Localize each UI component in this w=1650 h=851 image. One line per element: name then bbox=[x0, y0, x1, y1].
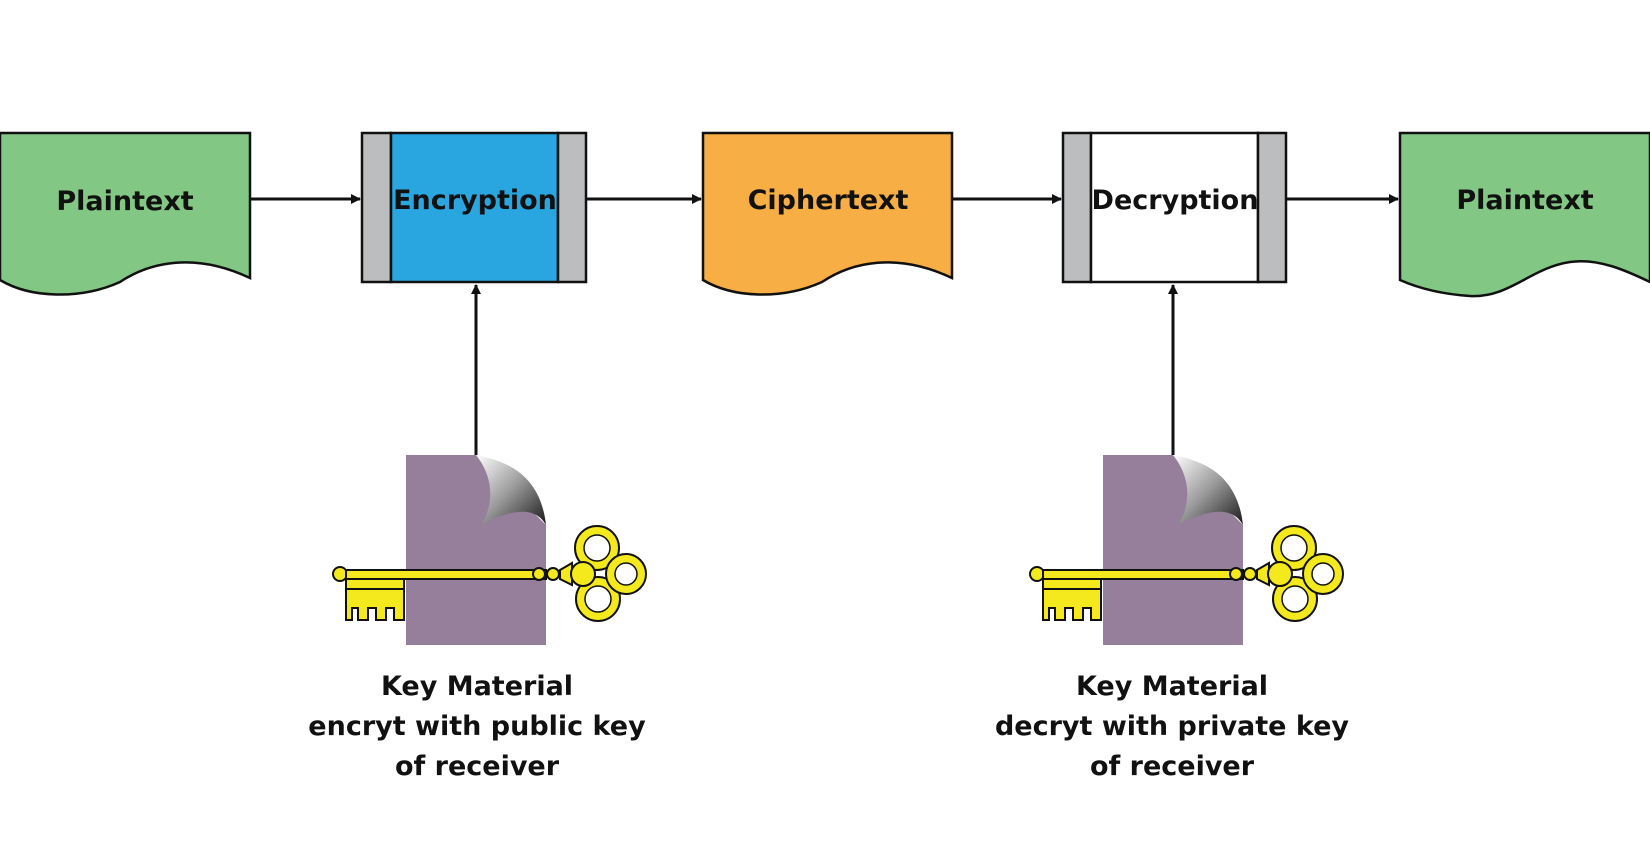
flow-arrows bbox=[250, 194, 1399, 455]
plaintext-input-shape bbox=[0, 131, 252, 296]
ciphertext-shape bbox=[701, 131, 954, 296]
decrypt-key-caption-line3: of receiver bbox=[1090, 751, 1255, 782]
decrypt-key-caption-line2: decryt with private key bbox=[995, 711, 1349, 742]
encrypt-key-material: Key Material encryt with public key of r… bbox=[308, 455, 647, 782]
encrypt-key-caption-line3: of receiver bbox=[395, 751, 560, 782]
decryption-node: Decryption bbox=[1061, 131, 1288, 284]
plaintext-input-node: Plaintext bbox=[0, 131, 252, 296]
decryption-left-bar bbox=[1061, 131, 1093, 284]
encryption-label: Encryption bbox=[393, 185, 557, 216]
decrypt-key-caption-line1: Key Material bbox=[1076, 671, 1268, 702]
encrypt-key-caption-line2: encryt with public key bbox=[308, 711, 646, 742]
plaintext-output-node: Plaintext bbox=[1398, 131, 1650, 298]
plaintext-output-shape bbox=[1398, 131, 1650, 298]
key-document-icon bbox=[332, 455, 647, 645]
key-document-icon bbox=[1029, 455, 1344, 645]
encrypt-key-caption-line1: Key Material bbox=[381, 671, 573, 702]
decryption-right-bar bbox=[1256, 131, 1288, 284]
plaintext-input-label: Plaintext bbox=[56, 186, 193, 217]
encryption-node: Encryption bbox=[360, 131, 588, 284]
ciphertext-label: Ciphertext bbox=[748, 185, 909, 216]
encryption-left-bar bbox=[360, 131, 393, 284]
encryption-main-box bbox=[389, 131, 560, 284]
ciphertext-node: Ciphertext bbox=[701, 131, 954, 296]
plaintext-output-label: Plaintext bbox=[1456, 185, 1593, 216]
encryption-right-bar bbox=[556, 131, 588, 284]
decryption-label: Decryption bbox=[1092, 185, 1259, 216]
decrypt-key-material: Key Material decryt with private key of … bbox=[995, 455, 1349, 782]
decryption-main-box bbox=[1089, 131, 1260, 284]
